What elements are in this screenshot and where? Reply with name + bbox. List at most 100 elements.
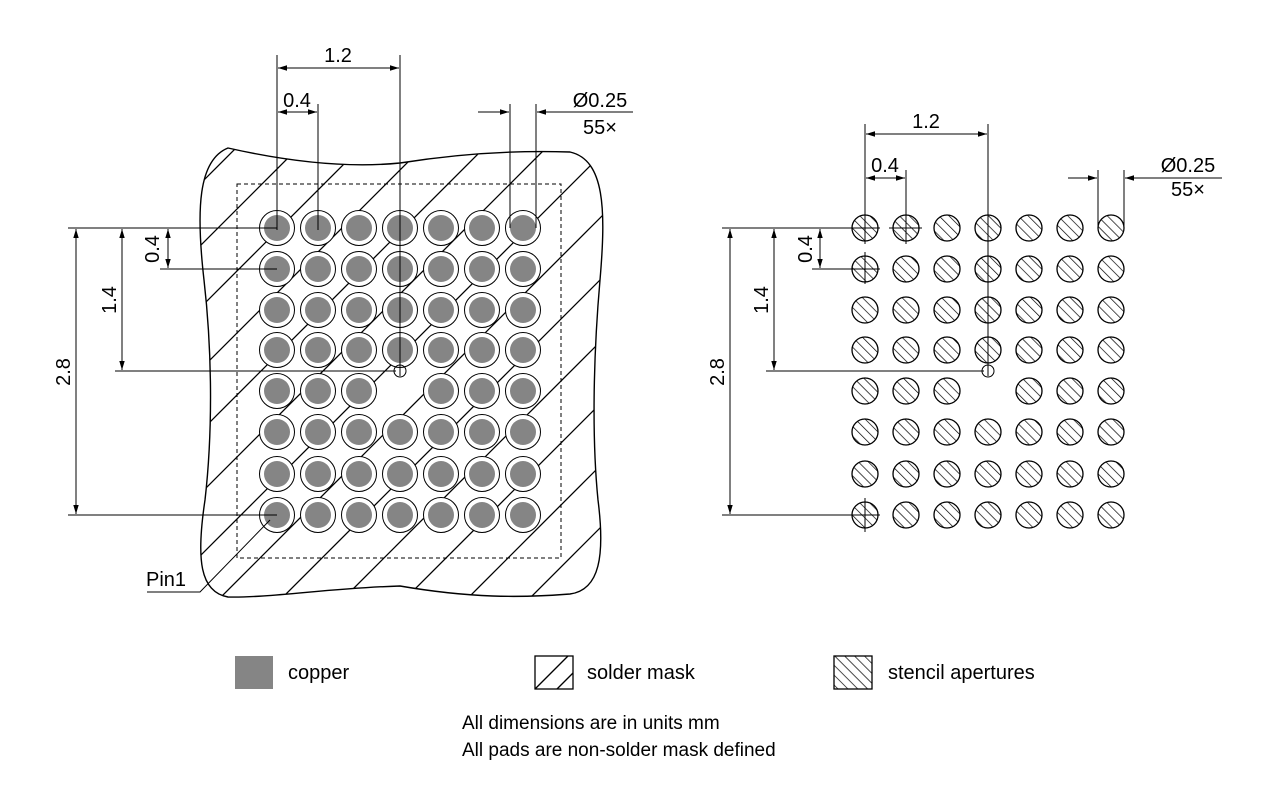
stencil-aperture	[1056, 460, 1084, 488]
dim-label-1-2-right: 1.2	[912, 111, 940, 133]
copper-pad	[505, 456, 541, 492]
dimension-pad-pitch-y-0-4: 0.4	[142, 229, 277, 270]
copper-pad	[341, 373, 377, 409]
stencil-aperture	[1056, 296, 1084, 324]
dim-label-0-4-x: 0.4	[283, 90, 311, 112]
legend-label-stencil: stencil apertures	[888, 662, 1035, 684]
dim-label-2-8: 2.8	[53, 358, 75, 386]
copper-pad	[341, 332, 377, 368]
stencil-aperture	[851, 296, 879, 324]
stencil-aperture	[933, 377, 961, 405]
stencil-aperture	[1056, 418, 1084, 446]
copper-pad	[382, 497, 418, 533]
stencil-aperture	[892, 460, 920, 488]
copper-pad	[341, 456, 377, 492]
right-view: 1.2 0.4 Ø0.25 55× 0.4	[707, 111, 1222, 532]
stencil-aperture	[974, 460, 1002, 488]
copper-pad	[464, 373, 500, 409]
stencil-aperture	[933, 214, 961, 242]
stencil-aperture	[1097, 336, 1125, 364]
copper-pad	[464, 210, 500, 246]
dimension-pitch-x-1-2-right: 1.2	[864, 111, 989, 376]
stencil-aperture	[851, 418, 879, 446]
stencil-aperture	[933, 501, 961, 529]
notes: All dimensions are in units mm All pads …	[462, 713, 776, 761]
pin1-callout: Pin1	[146, 519, 271, 593]
stencil-aperture	[1056, 336, 1084, 364]
copper-pad	[259, 292, 295, 328]
stencil-aperture	[892, 255, 920, 283]
mask-hatch-line	[199, 148, 447, 598]
copper-pad	[505, 210, 541, 246]
left-view: 1.2 0.4 Ø0.25 55× 0.4 1.4	[53, 45, 633, 598]
copper-pad	[300, 373, 336, 409]
stencil-aperture	[892, 501, 920, 529]
dim-label-1-4: 1.4	[99, 286, 121, 314]
copper-pad	[423, 332, 459, 368]
stencil-aperture	[1015, 460, 1043, 488]
note-pads: All pads are non-solder mask defined	[462, 740, 776, 761]
copper-pad	[505, 497, 541, 533]
dimension-pad-pitch-x-0-4: 0.4	[278, 90, 319, 230]
copper-pad	[259, 414, 295, 450]
copper-pad	[300, 456, 336, 492]
stencil-aperture	[933, 460, 961, 488]
copper-pad	[505, 292, 541, 328]
copper-pad	[505, 373, 541, 409]
stencil-aperture	[1097, 377, 1125, 405]
copper-pad	[300, 414, 336, 450]
copper-pad	[505, 251, 541, 287]
copper-pad	[341, 414, 377, 450]
stencil-aperture	[1097, 460, 1125, 488]
stencil-aperture	[933, 255, 961, 283]
stencil-aperture	[933, 296, 961, 324]
stencil-aperture	[1097, 418, 1125, 446]
stencil-aperture	[974, 418, 1002, 446]
dimension-pad-pitch-x-0-4-right: 0.4	[866, 155, 907, 212]
package-outline	[236, 183, 562, 559]
dimension-full-height-2-8-right: 2.8	[707, 227, 850, 516]
legend-item-stencil: stencil apertures	[833, 655, 1035, 690]
stencil-aperture	[1015, 214, 1043, 242]
copper-pad	[423, 497, 459, 533]
stencil-aperture	[933, 336, 961, 364]
dim-label-0-4-y-right: 0.4	[795, 235, 817, 263]
stencil-aperture	[1015, 501, 1043, 529]
legend-item-solder-mask: solder mask	[534, 655, 696, 690]
solder-mask-outline	[199, 147, 604, 598]
mask-hatch-line	[569, 148, 603, 598]
stencil-aperture	[974, 501, 1002, 529]
stencil-aperture	[1056, 255, 1084, 283]
stencil-aperture	[933, 418, 961, 446]
dim-label-2-8-right: 2.8	[707, 358, 729, 386]
stencil-aperture	[1097, 214, 1125, 242]
copper-pad	[341, 497, 377, 533]
stencil-aperture	[1015, 296, 1043, 324]
copper-pad	[259, 332, 295, 368]
copper-pad	[300, 292, 336, 328]
legend: copper solder mask stencil apertures	[235, 655, 1035, 690]
dim-label-diameter: Ø0.25	[573, 90, 627, 112]
copper-pad	[341, 210, 377, 246]
dimension-pitch-x-1-2: 1.2	[276, 45, 401, 376]
mask-hatch-line	[445, 148, 603, 598]
copper-pad	[423, 292, 459, 328]
dim-label-pad-count: 55×	[583, 117, 617, 139]
copper-pad	[464, 414, 500, 450]
dimension-half-height-1-4: 1.4	[99, 229, 396, 372]
copper-pad	[464, 292, 500, 328]
stencil-aperture	[892, 296, 920, 324]
note-units: All dimensions are in units mm	[462, 713, 720, 734]
copper-pad	[259, 373, 295, 409]
copper-pad	[341, 251, 377, 287]
copper-pad	[464, 251, 500, 287]
stencil-aperture	[892, 418, 920, 446]
dim-label-0-4-x-right: 0.4	[871, 155, 899, 177]
stencil-aperture	[1056, 214, 1084, 242]
copper-pad	[341, 292, 377, 328]
mask-hatch-line	[199, 148, 261, 598]
copper-pad	[300, 251, 336, 287]
copper-pad	[505, 414, 541, 450]
copper-pad	[423, 414, 459, 450]
